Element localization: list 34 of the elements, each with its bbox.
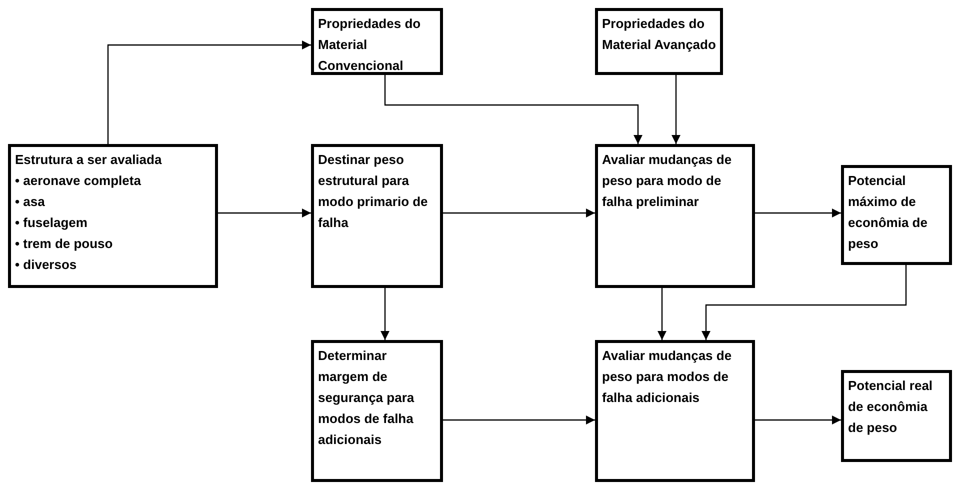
process-box: [311, 8, 443, 75]
box-text: Destinar peso estrutural para modo primario de falha: [318, 151, 429, 232]
box-text: Avaliar mudanças de peso para modos de falha adicionais: [602, 347, 733, 407]
box-text: Determinar margem de segurança para modos de falha adicionais: [318, 347, 416, 449]
arrow: [443, 208, 595, 218]
box-text: Potencial real de econômia de peso: [848, 377, 934, 437]
list-item: • trem de pouso: [15, 235, 114, 253]
box-text: Estrutura a ser avaliada: [15, 151, 163, 169]
process-box: [841, 370, 952, 462]
arrow: [384, 75, 642, 144]
process-box: [311, 144, 443, 288]
process-box: [595, 144, 755, 288]
arrow: [443, 416, 595, 424]
process-box: [841, 165, 952, 265]
arrow: [672, 75, 680, 144]
arrow: [658, 288, 666, 340]
arrow: [380, 288, 390, 340]
box-text: Potencial máximo de econômia de peso: [848, 172, 928, 253]
process-box: [311, 340, 443, 482]
box-text: Propriedades do Material Avançado: [602, 15, 716, 54]
list-item: • fuselagem: [15, 214, 88, 232]
arrow: [755, 208, 841, 218]
list-item: • asa: [15, 193, 46, 211]
process-box: [8, 144, 218, 288]
process-box: [595, 8, 723, 75]
box-text: Avaliar mudanças de peso para modo de falha preliminar: [602, 151, 733, 211]
process-box: [595, 340, 755, 482]
box-text: Propriedades do Material Convencional: [318, 15, 422, 75]
arrow: [107, 40, 311, 144]
arrow: [702, 265, 907, 340]
list-item: • diversos: [15, 256, 78, 274]
arrow: [218, 208, 311, 218]
arrow: [755, 416, 841, 424]
list-item: • aeronave completa: [15, 172, 142, 190]
